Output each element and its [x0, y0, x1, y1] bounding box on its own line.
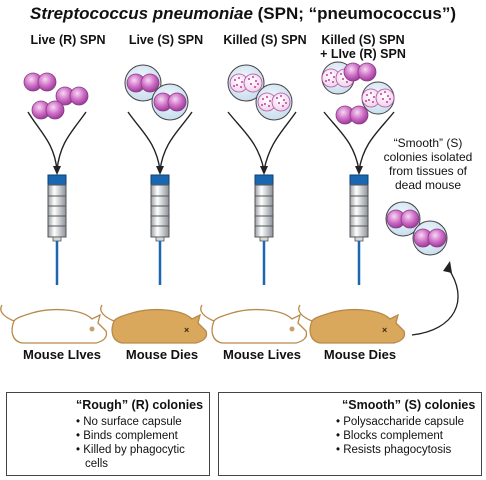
note-line: from tissues of: [388, 164, 468, 178]
bullet-text: Polysaccharide capsule: [343, 416, 465, 428]
column-heading-killed-s: Killed (S) SPN: [223, 33, 307, 47]
bullet-item: • Resists phagocytosis: [336, 444, 452, 456]
live-r-bacteria: [23, 72, 89, 120]
note-line: colonies isolated: [383, 150, 473, 164]
bullet-text: Blocks complement: [343, 430, 443, 442]
bullet-text: No surface capsule: [83, 416, 182, 428]
note-line: “Smooth” (S): [393, 136, 463, 150]
outcome-label: Mouse LIves: [22, 347, 102, 362]
bullet-item: • Polysaccharide capsule: [336, 416, 465, 428]
column-heading-mixed-line2: + LIve (R) SPN: [320, 47, 406, 61]
funnel-arrowheads: [53, 166, 363, 175]
note-line: dead mouse: [394, 178, 462, 192]
bullet-text: Killed by phagocytic: [83, 444, 185, 456]
r-bacterium-pair: [55, 86, 89, 106]
svg-text:×: ×: [184, 325, 189, 335]
isolation-note: “Smooth” (S) colonies isolated from tiss…: [372, 136, 484, 192]
funnel-arrow: [263, 111, 297, 171]
title-rest: (SPN; “pneumococcus”): [252, 4, 457, 23]
isolation-arrowhead: [443, 261, 452, 273]
syringe-icon: [46, 173, 68, 287]
column-heading-live-r: Live (R) SPN: [30, 33, 106, 47]
r-bacterium-pair: [31, 100, 65, 120]
syringe-icon: [149, 173, 171, 287]
rough-box-bullets: • No surface capsule • Binds complement …: [76, 415, 206, 471]
bullet-item-continued: cells: [85, 458, 109, 470]
r-bacterium-pair: [343, 62, 377, 82]
funnel-arrow: [227, 111, 265, 171]
bullet-item: • Killed by phagocytic: [76, 444, 185, 456]
r-bacterium-pair: [23, 72, 57, 92]
column-heading-mixed-line1: Killed (S) SPN: [321, 33, 405, 47]
bullet-text: Binds complement: [83, 430, 178, 442]
title-species: Streptococcus pneumoniae: [29, 4, 253, 23]
mouse-dead-icon: ×: [100, 304, 208, 344]
isolated-smooth-colonies: [385, 201, 448, 256]
rough-colonies-box: [6, 392, 210, 476]
bullet-item: • No surface capsule: [76, 416, 182, 428]
outcome-label: Mouse Dies: [125, 347, 199, 362]
rough-box-title: “Rough” (R) colonies: [76, 398, 204, 412]
funnel-arrow: [127, 111, 161, 171]
outcome-label: Mouse Lives: [222, 347, 302, 362]
mixed-bacteria: [321, 61, 395, 125]
funnel-arrow: [56, 111, 87, 171]
smooth-box-title: “Smooth” (S) colonies: [342, 398, 476, 412]
smooth-colonies-box: [218, 392, 482, 476]
funnel-arrows: [27, 111, 395, 171]
syringe-icon: [253, 173, 275, 287]
bullet-item: • Blocks complement: [336, 430, 443, 442]
figure-title: Streptococcus pneumoniae (SPN; “pneumoco…: [0, 4, 486, 24]
live-s-bacteria: [124, 64, 189, 121]
funnel-arrow: [27, 111, 58, 171]
funnel-arrow: [323, 111, 360, 171]
column-heading-live-s: Live (S) SPN: [128, 33, 204, 47]
funnel-arrow: [159, 111, 193, 171]
mouse-live-icon: [200, 304, 308, 344]
mouse-live-icon: [0, 304, 108, 344]
funnel-arrow: [358, 111, 395, 171]
r-bacterium-pair: [335, 105, 369, 125]
column-heading-mixed: Killed (S) SPN + LIve (R) SPN: [308, 33, 418, 61]
isolation-arrow: [411, 267, 459, 336]
syringe-icon: [348, 173, 370, 287]
outcome-label: Mouse Dies: [323, 347, 397, 362]
svg-text:×: ×: [382, 325, 387, 335]
bullet-text: Resists phagocytosis: [343, 444, 452, 456]
smooth-box-bullets: • Polysaccharide capsule • Blocks comple…: [336, 415, 478, 457]
killed-s-bacteria: [227, 64, 293, 121]
mouse-dead-icon: ×: [298, 304, 406, 344]
bullet-item: • Binds complement: [76, 430, 178, 442]
